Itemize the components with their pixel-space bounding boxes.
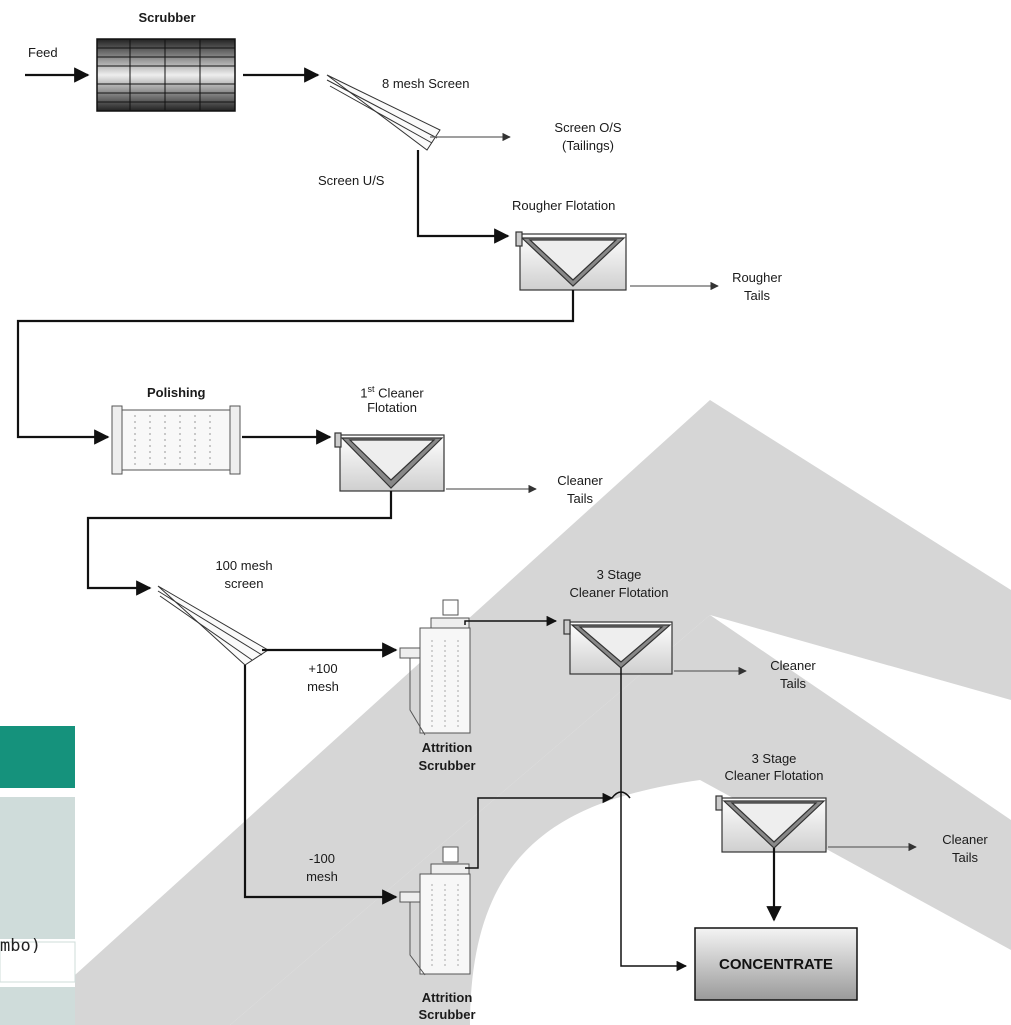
feed-label: Feed xyxy=(28,45,58,60)
cleaner-tails-2-label-line1: Cleaner xyxy=(770,658,816,673)
attrition-scrubber-2-label-line1: Attrition xyxy=(421,990,473,1005)
screen-8-mesh xyxy=(326,74,441,151)
attrition-scrubber-1 xyxy=(399,599,471,736)
attrition1-to-cleaner-a-flow xyxy=(464,615,558,627)
scrubber-label: Scrubber xyxy=(138,10,196,25)
polishing-mill xyxy=(111,405,241,475)
attrition-scrubber-1-label-line2: Scrubber xyxy=(418,758,476,773)
screen-us-flow xyxy=(416,150,510,244)
cleaner-tails-3-label-line1: Cleaner xyxy=(942,832,988,847)
side-panel-light xyxy=(0,797,75,939)
attrition-scrubber-1-label-line1: Attrition xyxy=(421,740,473,755)
cleaner-tails-3-label-line2: Tails xyxy=(951,850,979,865)
three-stage-cleaner-cell-b xyxy=(715,795,827,853)
rougher-flotation-cell xyxy=(515,231,627,291)
side-panel-light-bottom xyxy=(0,987,75,1025)
side-panel-white xyxy=(0,941,76,983)
mesh-100-label-line1: 100 mesh xyxy=(215,558,273,573)
first-cleaner-label-line2: Flotation xyxy=(367,400,417,415)
stage3-b-label-line2: Cleaner Flotation xyxy=(724,768,824,783)
first-cleaner-cell xyxy=(334,432,445,492)
minus100-label-line2: mesh xyxy=(306,869,338,884)
screen-8-mesh-label: 8 mesh Screen xyxy=(382,76,470,91)
screen-os-label-line2: (Tailings) xyxy=(561,138,615,153)
screen-100-mesh xyxy=(157,585,269,666)
cleaner-tails-2-label-line2: Tails xyxy=(779,676,807,691)
concentrate-label: CONCENTRATE xyxy=(719,955,833,973)
screen-os-label-line1: Screen O/S xyxy=(554,120,622,135)
plus100-label-line1: +100 xyxy=(308,661,338,676)
screen-us-label: Screen U/S xyxy=(318,173,385,188)
minus100-flow xyxy=(243,665,398,905)
concentrate-box xyxy=(694,927,858,1001)
cleaner-to-100mesh-flow xyxy=(86,491,393,596)
minus100-label-line1: -100 xyxy=(308,851,336,866)
attrition-scrubber-2 xyxy=(399,846,471,976)
cleaner-a-to-concentrate-flow xyxy=(620,668,688,972)
three-stage-cleaner-cell-a xyxy=(563,619,673,675)
side-panel-text-fragment: mbo) xyxy=(0,936,41,956)
stage3-a-label-line1: 3 Stage xyxy=(596,567,642,582)
cleaner-tails-1-label-line2: Tails xyxy=(566,491,594,506)
stage3-b-label-line1: 3 Stage xyxy=(751,751,797,766)
plus100-label-line2: mesh xyxy=(307,679,339,694)
rougher-tails-label-line2: Tails xyxy=(743,288,771,303)
mesh-100-label-line2: screen xyxy=(224,576,264,591)
stage3-a-label-line2: Cleaner Flotation xyxy=(569,585,669,600)
scrubber-drum xyxy=(96,38,236,112)
cleaner-tails-1-label-line1: Cleaner xyxy=(557,473,603,488)
polishing-label: Polishing xyxy=(147,385,206,400)
first-cleaner-label-line1: 1st Cleaner xyxy=(360,384,424,401)
rougher-tails-label-line1: Rougher xyxy=(732,270,782,285)
rougher-to-polishing-flow xyxy=(16,290,575,445)
attrition2-to-cleaner-b-flow xyxy=(465,792,614,869)
background-white-arc xyxy=(470,780,1011,1025)
side-panel-teal xyxy=(0,726,75,788)
attrition-scrubber-2-label-line2: Scrubber xyxy=(418,1007,476,1022)
rougher-flotation-label: Rougher Flotation xyxy=(512,198,616,213)
